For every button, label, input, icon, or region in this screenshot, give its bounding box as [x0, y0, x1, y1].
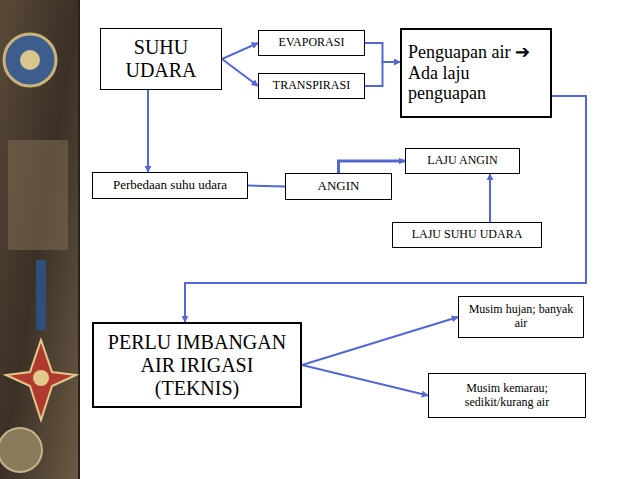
- box-label: PERLU IMBANGAN AIR IRIGASI (TEKNIS): [100, 331, 294, 400]
- box-label: LAJU SUHU UDARA: [412, 228, 523, 242]
- connector-arrow: [365, 62, 400, 86]
- connector-arrow: [489, 174, 491, 222]
- box-label: Penguapan air ➔ Ada laju penguapan: [408, 42, 544, 104]
- process-box: Perbedaan suhu udara: [92, 172, 248, 199]
- process-box: TRANSPIRASI: [258, 73, 365, 99]
- process-box: ANGIN: [285, 173, 392, 200]
- process-box: PERLU IMBANGAN AIR IRIGASI (TEKNIS): [92, 322, 302, 408]
- connector-arrow: [185, 96, 586, 322]
- box-label: Musim kemarau; sedikit/kurang air: [435, 382, 579, 410]
- connector-arrow: [222, 59, 258, 86]
- connector-arrow: [147, 90, 149, 172]
- box-label: Perbedaan suhu udara: [113, 178, 227, 193]
- connector-arrow: [302, 317, 458, 365]
- process-box: LAJU ANGIN: [405, 148, 520, 174]
- process-box: LAJU SUHU UDARA: [392, 222, 542, 248]
- box-label: LAJU ANGIN: [427, 154, 497, 168]
- connector-arrow: [302, 365, 428, 396]
- process-box: Musim kemarau; sedikit/kurang air: [428, 373, 586, 418]
- box-label: TRANSPIRASI: [273, 79, 350, 93]
- connector-arrow: [365, 43, 400, 62]
- process-box: EVAPORASI: [258, 30, 365, 56]
- box-label: Musim hujan; banyak air: [465, 303, 577, 331]
- box-label: SUHU UDARA: [107, 36, 215, 82]
- box-label: ANGIN: [318, 179, 360, 194]
- process-box: SUHU UDARA: [100, 28, 222, 90]
- connector-arrow: [339, 161, 406, 173]
- process-box: Penguapan air ➔ Ada laju penguapan: [400, 28, 552, 118]
- connector-arrow: [248, 186, 285, 187]
- process-box: Musim hujan; banyak air: [458, 296, 584, 338]
- box-label: EVAPORASI: [279, 36, 345, 50]
- connector-arrow: [222, 43, 258, 59]
